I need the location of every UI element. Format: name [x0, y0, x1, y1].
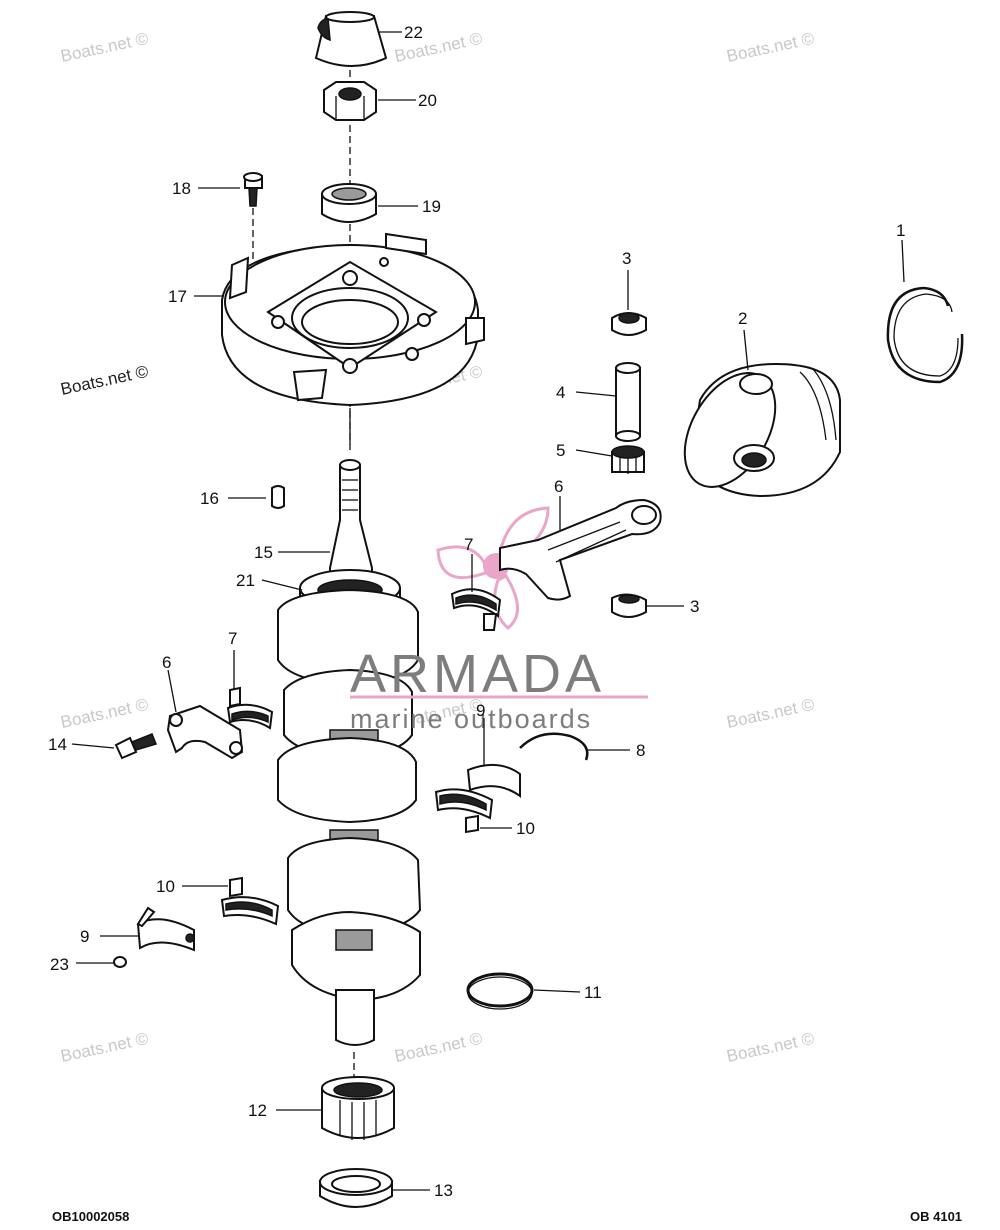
part-14-rod-bolt[interactable] [114, 733, 158, 760]
part-17-bearing-housing[interactable] [221, 232, 485, 407]
callout-16: 16 [200, 489, 219, 508]
part-11-retaining-ring[interactable] [466, 972, 534, 1010]
watermark: Boats.net © [59, 1029, 151, 1066]
diagram-code-left: OB10002058 [52, 1209, 129, 1224]
callout-8: 8 [636, 741, 645, 760]
part-6-connecting-rod[interactable] [499, 498, 662, 601]
part-6-rod-cap-left[interactable] [166, 704, 244, 760]
callout-2: 2 [738, 309, 747, 328]
callout-22: 22 [404, 23, 423, 42]
watermark: Boats.net © [393, 1029, 485, 1066]
callout-17: 17 [168, 287, 187, 306]
callout-10-right: 10 [516, 819, 535, 838]
callout-labels: 22 20 19 18 17 16 15 21 7 6 14 10 9 23 9… [48, 23, 905, 1200]
watermark: Boats.net © [725, 1029, 817, 1066]
callout-19: 19 [422, 197, 441, 216]
callout-9-right: 9 [476, 701, 485, 720]
watermark-dark: Boats.net © [59, 362, 151, 399]
callout-4: 4 [556, 383, 565, 402]
part-22-cap[interactable] [314, 11, 388, 67]
watermark: Boats.net © [725, 695, 817, 732]
part-20-nut[interactable] [323, 81, 377, 121]
part-2-piston[interactable] [666, 357, 841, 502]
part-9-bearing-race-left[interactable] [136, 906, 195, 952]
part-3-bushing-bottom[interactable] [611, 593, 647, 618]
part-16-key[interactable] [271, 485, 285, 509]
watermark: Boats.net © [59, 695, 151, 732]
callout-23: 23 [50, 955, 69, 974]
crankshaft[interactable] [277, 459, 422, 1046]
watermark: Boats.net © [59, 29, 151, 66]
part-5-needle-bearing[interactable] [611, 445, 645, 474]
callout-14: 14 [48, 735, 67, 754]
watermark: Boats.net © [725, 29, 817, 66]
callout-15: 15 [254, 543, 273, 562]
part-9-bearing-race-right[interactable] [466, 763, 521, 798]
callout-21: 21 [236, 571, 255, 590]
callout-1: 1 [896, 221, 905, 240]
part-19-seal[interactable] [321, 183, 377, 223]
callout-10-left: 10 [156, 877, 175, 896]
part-13-seal[interactable] [319, 1168, 393, 1208]
callout-18: 18 [172, 179, 191, 198]
part-1-piston-ring[interactable] [886, 286, 964, 384]
callout-12: 12 [248, 1101, 267, 1120]
brand-name: ARMADA [350, 644, 605, 704]
propeller-blade [493, 574, 519, 630]
callout-7-right: 7 [464, 535, 473, 554]
callout-3-bottom: 3 [690, 597, 699, 616]
part-3-bushing-top[interactable] [611, 312, 647, 336]
callout-6-right: 6 [554, 477, 563, 496]
callout-20: 20 [418, 91, 437, 110]
part-4-piston-pin[interactable] [615, 362, 641, 442]
callout-5: 5 [556, 441, 565, 460]
brand-tagline: marine outboards [350, 704, 592, 734]
callout-9-left: 9 [80, 927, 89, 946]
leader-lines [71, 31, 905, 1191]
part-18-screw[interactable] [243, 172, 263, 270]
armada-logo: ARMADA marine outboards [350, 506, 648, 734]
part-23-dowel[interactable] [113, 956, 127, 968]
propeller-blade [436, 545, 490, 580]
part-7-needle-cage-left[interactable] [226, 686, 274, 730]
callout-11: 11 [584, 983, 602, 1002]
part-10-needle-cage-right[interactable] [434, 788, 494, 834]
part-7-needle-cage-right[interactable] [450, 588, 502, 631]
callout-7-left: 7 [228, 629, 237, 648]
callout-13: 13 [434, 1181, 453, 1200]
diagram-code-right: OB 4101 [910, 1209, 962, 1224]
part-8-clip[interactable] [519, 732, 589, 761]
callout-3-top: 3 [622, 249, 631, 268]
part-12-roller-bearing[interactable] [321, 1076, 395, 1140]
part-10-needle-cage-left[interactable] [220, 876, 280, 926]
callout-6-left: 6 [162, 653, 171, 672]
